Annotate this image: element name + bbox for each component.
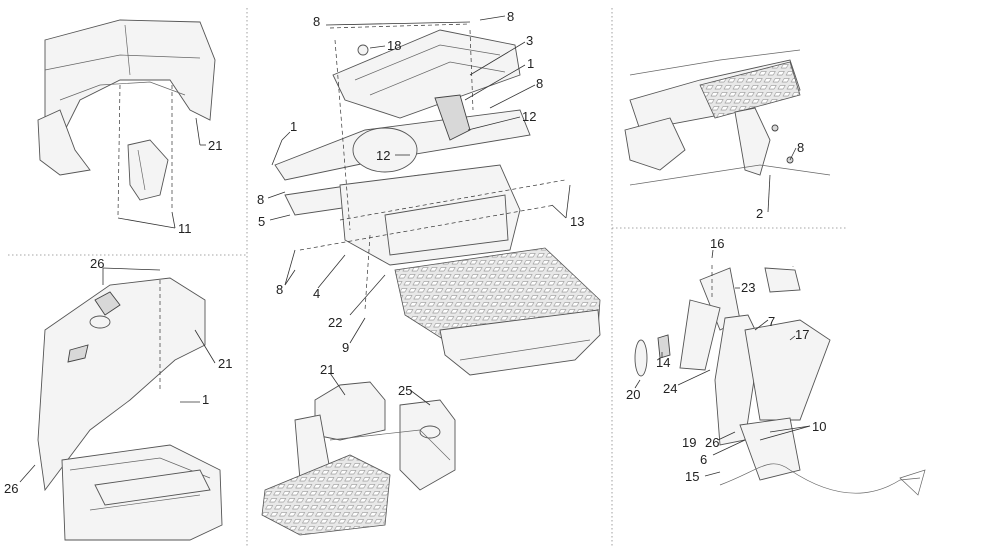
callout-label: 7 xyxy=(768,314,775,329)
callout-label: 21 xyxy=(218,356,232,371)
callout-label: 12 xyxy=(376,148,390,163)
callout-label: 21 xyxy=(320,362,334,377)
callout-8-center-right: 8 xyxy=(489,76,543,109)
callout-26-right: 26 xyxy=(705,431,736,450)
callout-21-center: 21 xyxy=(320,362,346,396)
callout-1-bottom-left: 1 xyxy=(180,392,209,407)
callout-label: 20 xyxy=(626,387,640,402)
callout-23: 23 xyxy=(735,280,755,295)
callout-18: 18 xyxy=(369,38,401,53)
callout-label: 24 xyxy=(663,381,677,396)
callout-label: 1 xyxy=(290,119,297,134)
callout-label: 25 xyxy=(398,383,412,398)
callout-25: 25 xyxy=(398,383,431,406)
callout-20: 20 xyxy=(626,379,640,402)
callout-8-left-lower: 8 xyxy=(276,249,296,297)
callout-8-top: 8 8 xyxy=(313,9,514,29)
callout-3: 3 xyxy=(469,33,533,76)
callout-label: 26 xyxy=(90,256,104,271)
callout-label: 23 xyxy=(741,280,755,295)
callout-label: 26 xyxy=(4,481,18,496)
frame-detail-panel xyxy=(624,49,831,186)
callout-12-right: 12 xyxy=(467,109,536,131)
callout-15: 15 xyxy=(685,469,721,484)
callout-26-left: 26 xyxy=(4,464,36,496)
callout-24: 24 xyxy=(663,369,711,396)
callout-label: 8 xyxy=(507,9,514,24)
callout-label: 13 xyxy=(570,214,584,229)
callout-label: 8 xyxy=(536,76,543,91)
callout-label: 22 xyxy=(328,315,342,330)
callout-1-left-frame: 1 xyxy=(271,119,297,166)
callout-label: 15 xyxy=(685,469,699,484)
callout-label: 8 xyxy=(797,140,804,155)
callout-label: 9 xyxy=(342,340,349,355)
callout-12-left: 12 xyxy=(376,148,410,163)
callout-9: 9 xyxy=(342,317,366,355)
callout-label: 8 xyxy=(257,192,264,207)
callout-label: 21 xyxy=(208,138,222,153)
callout-label: 17 xyxy=(795,327,809,342)
callout-label: 18 xyxy=(387,38,401,53)
fender-panel-bottom-left xyxy=(37,277,223,541)
callout-26-top: 26 xyxy=(90,256,161,285)
callout-22: 22 xyxy=(328,274,386,330)
callout-label: 14 xyxy=(656,355,670,370)
callout-17: 17 xyxy=(789,327,809,342)
callout-label: 16 xyxy=(710,236,724,251)
callout-label: 26 xyxy=(705,435,719,450)
callout-label: 11 xyxy=(178,221,192,236)
callout-19: 19 xyxy=(682,435,696,450)
callout-21-bottom: 21 xyxy=(194,329,232,371)
callout-label: 6 xyxy=(700,452,707,467)
callout-1-center: 1 xyxy=(464,56,534,101)
callout-label: 8 xyxy=(276,282,283,297)
callout-8-left-upper: 8 xyxy=(257,191,286,207)
callout-5: 5 xyxy=(258,214,291,229)
callout-7: 7 xyxy=(754,314,775,331)
callout-14: 14 xyxy=(656,352,670,370)
callout-10: 10 xyxy=(759,419,826,441)
assembled-fender-panel xyxy=(261,381,456,536)
callout-label: 5 xyxy=(258,214,265,229)
label-note: ~ xyxy=(792,265,794,269)
callout-label: 1 xyxy=(202,392,209,407)
callout-16: 16 xyxy=(710,236,724,259)
callout-4: 4 xyxy=(313,254,346,301)
main-frame-panel xyxy=(274,23,601,376)
callout-label: 10 xyxy=(812,419,826,434)
callout-6: 6 xyxy=(700,439,746,467)
callout-21-top: 21 xyxy=(195,117,222,153)
callout-label: 12 xyxy=(522,109,536,124)
callout-2: 2 xyxy=(756,174,771,221)
callout-13: 13 xyxy=(551,184,584,229)
console-panel: ~ xyxy=(634,265,926,496)
callout-label: 1 xyxy=(527,56,534,71)
callout-label: 8 xyxy=(313,14,320,29)
callout-11: 11 xyxy=(117,211,192,236)
panel-dividers xyxy=(8,8,848,548)
callout-8-right: 8 xyxy=(789,140,804,161)
callout-label: 2 xyxy=(756,206,763,221)
fender-panel-top-left xyxy=(37,19,216,216)
callout-label: 19 xyxy=(682,435,696,450)
callout-label: 4 xyxy=(313,286,320,301)
callout-label: 3 xyxy=(526,33,533,48)
